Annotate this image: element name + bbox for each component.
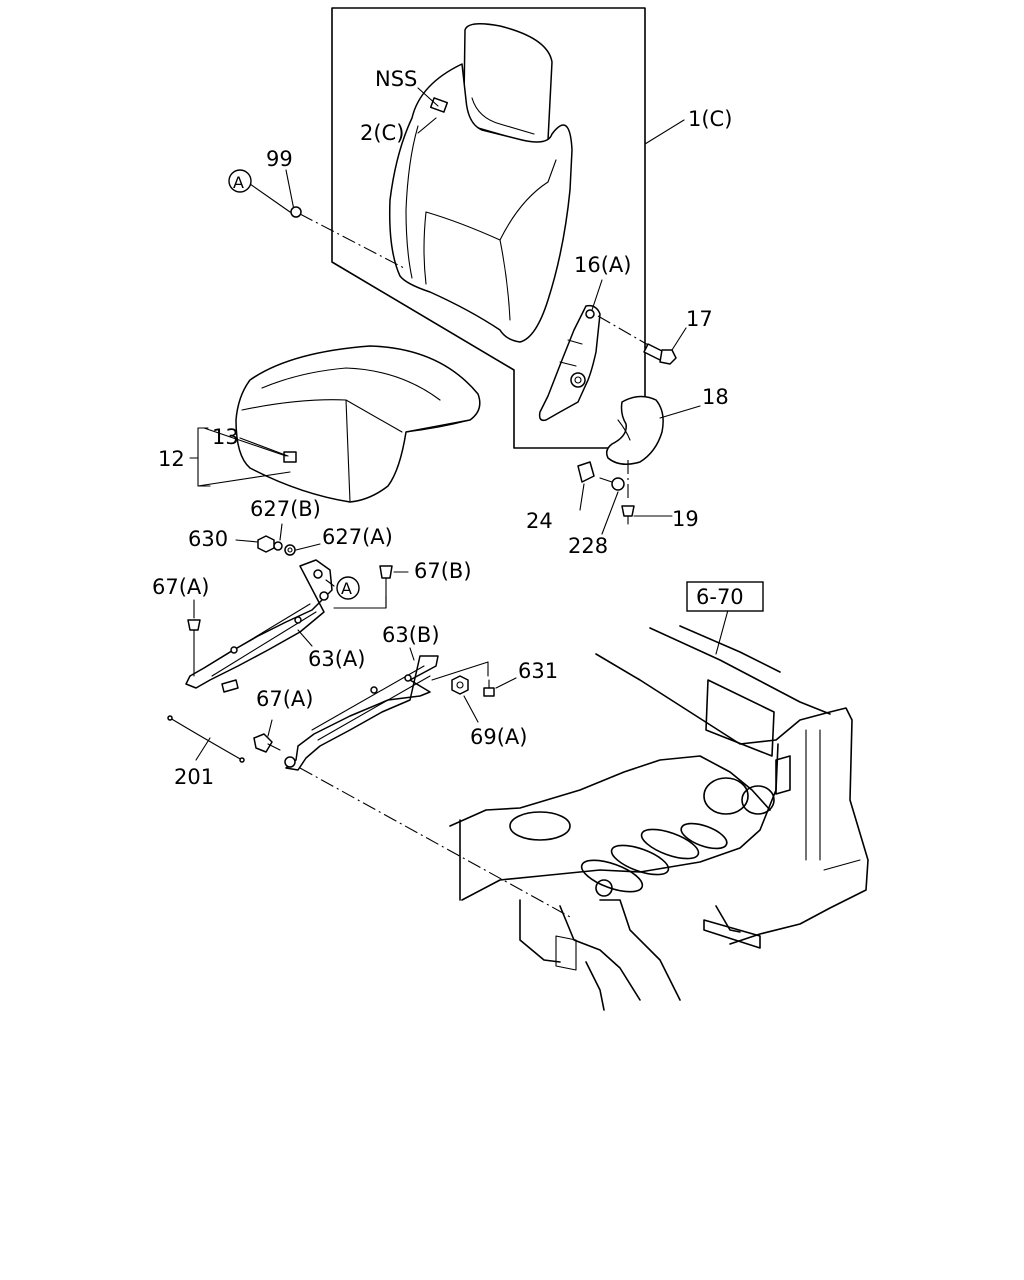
99-alignment-line bbox=[299, 213, 405, 269]
label-99: 99 bbox=[266, 147, 293, 171]
bolt-17 bbox=[597, 315, 677, 365]
label-ref-a-top: A bbox=[233, 173, 244, 192]
label-67b: 67(B) bbox=[414, 559, 472, 583]
label-ref-670: 6-70 bbox=[696, 585, 744, 609]
label-63a: 63(A) bbox=[308, 647, 365, 671]
ref-670-leader bbox=[715, 609, 729, 655]
seat-back-cushion bbox=[388, 23, 573, 343]
label-17: 17 bbox=[686, 307, 713, 331]
recliner-cover bbox=[605, 395, 664, 465]
wire-201 bbox=[167, 715, 245, 763]
label-69a: 69(A) bbox=[470, 725, 527, 749]
cab-floor-panel bbox=[449, 625, 869, 1011]
label-627b: 627(B) bbox=[250, 497, 321, 521]
bolt-67a-lower bbox=[253, 733, 281, 753]
seat-cushion bbox=[235, 345, 481, 503]
ref-a-circle-top bbox=[228, 169, 252, 193]
label-ref-a-mid: A bbox=[341, 579, 352, 598]
label-67a-top: 67(A) bbox=[152, 575, 209, 599]
label-630: 630 bbox=[188, 527, 228, 551]
label-19: 19 bbox=[672, 507, 699, 531]
label-nss: NSS bbox=[375, 67, 417, 91]
recliner-bracket bbox=[538, 304, 601, 422]
label-18: 18 bbox=[702, 385, 729, 409]
bolt-67b bbox=[379, 565, 393, 609]
label-2c: 2(C) bbox=[360, 121, 404, 145]
label-13: 13 bbox=[212, 425, 239, 449]
ref-a-circle-mid bbox=[336, 576, 360, 600]
label-67a-bottom: 67(A) bbox=[256, 687, 313, 711]
washers-627-630 bbox=[257, 535, 296, 556]
nut-69a bbox=[451, 675, 469, 695]
floor-alignment-line bbox=[299, 767, 573, 919]
label-63b: 63(B) bbox=[382, 623, 440, 647]
label-24: 24 bbox=[526, 509, 553, 533]
washer-99 bbox=[290, 206, 302, 218]
label-627a: 627(A) bbox=[322, 525, 393, 549]
bolt-67a-upper bbox=[187, 619, 201, 677]
label-1c: 1(C) bbox=[688, 107, 732, 131]
label-201: 201 bbox=[174, 765, 214, 789]
label-631: 631 bbox=[518, 659, 558, 683]
label-12: 12 bbox=[158, 447, 185, 471]
seat-rail-63a bbox=[185, 559, 333, 693]
leader-lines bbox=[189, 87, 701, 761]
bolt-631 bbox=[483, 679, 495, 697]
small-fasteners bbox=[577, 460, 635, 525]
label-228: 228 bbox=[568, 534, 608, 558]
ref-670-box bbox=[686, 581, 764, 612]
seat-back-assembly-frame bbox=[331, 7, 646, 449]
seat-rail-63b bbox=[284, 655, 439, 771]
label-16a: 16(A) bbox=[574, 253, 631, 277]
